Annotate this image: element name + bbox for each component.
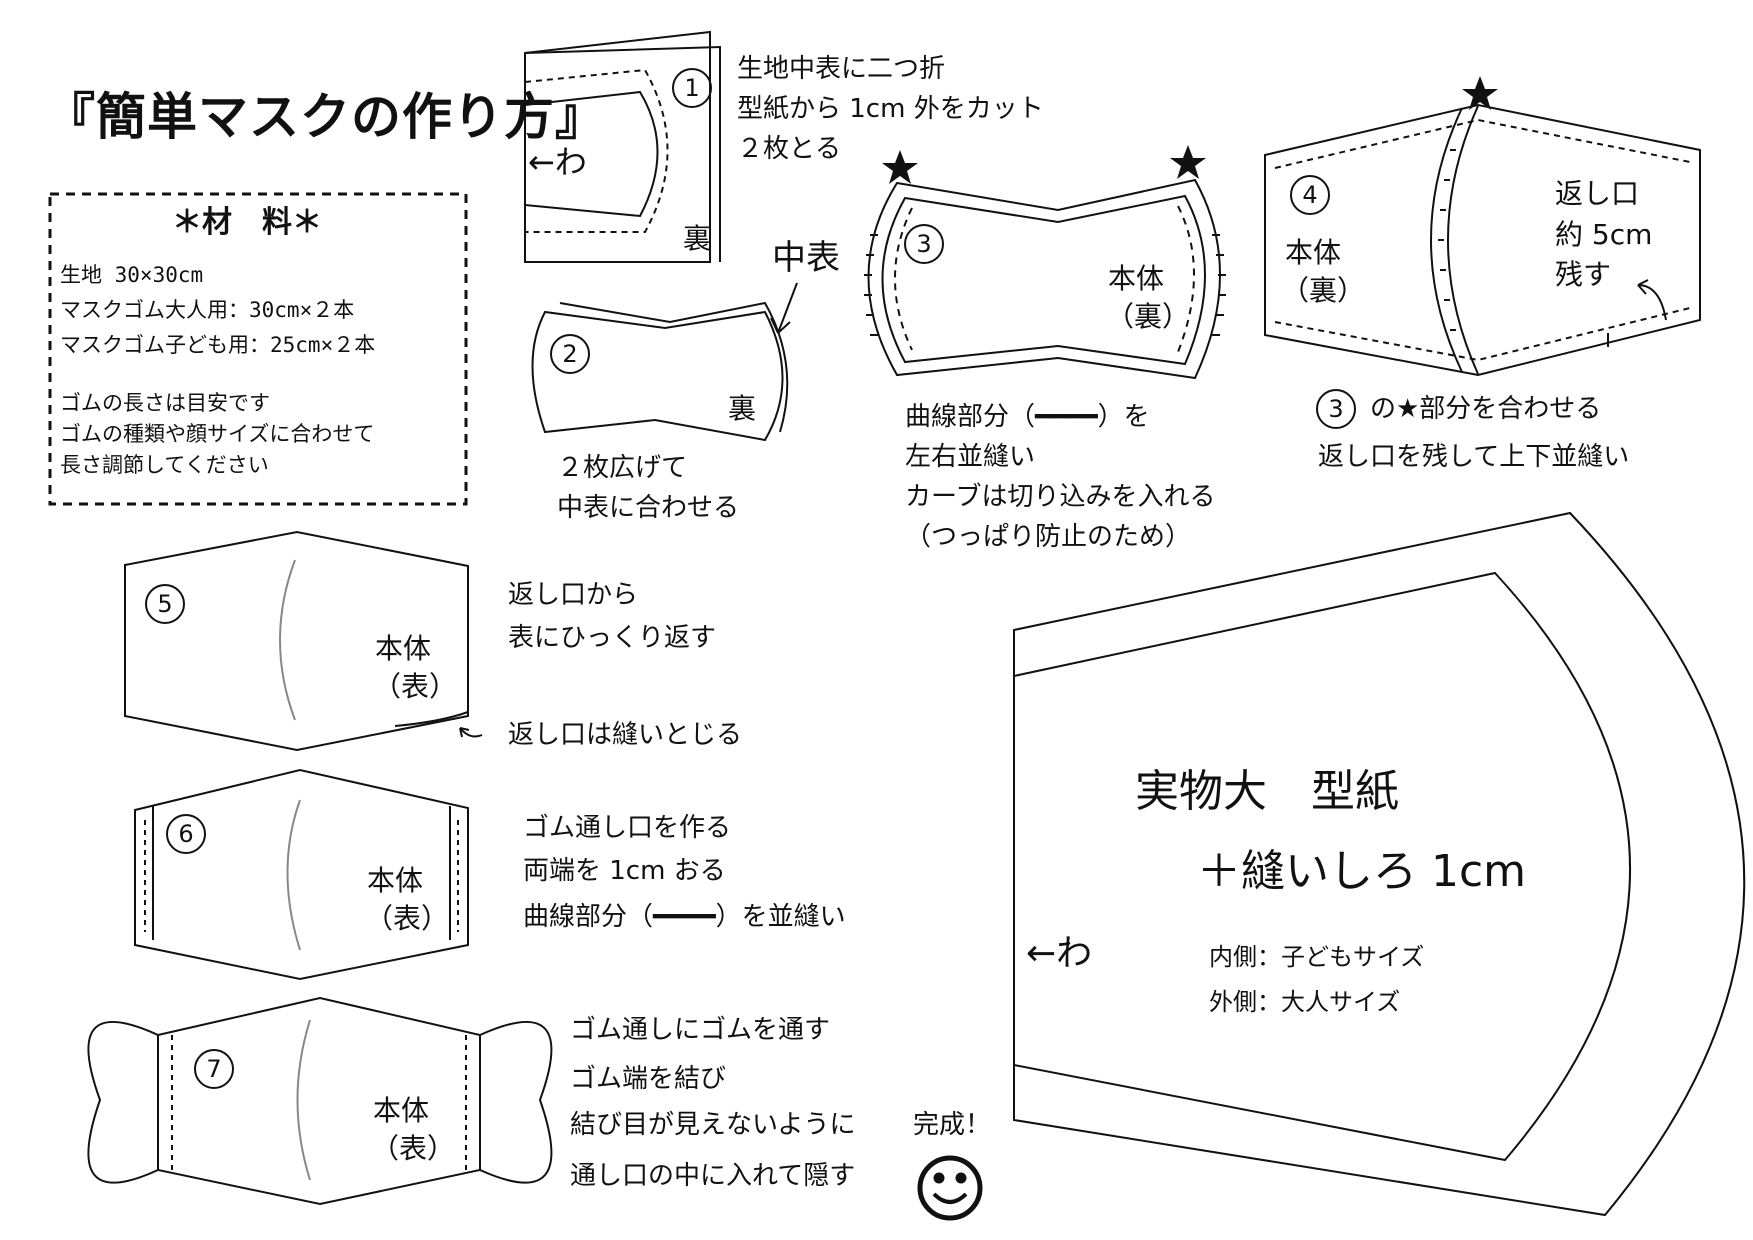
body-label: 本体 <box>1285 236 1342 269</box>
fold-label: ←わ <box>528 143 587 181</box>
step3-caption: 曲線部分（━━━━）を <box>905 402 1150 432</box>
page-title: 『簡単マスクの作り方』 <box>45 88 606 146</box>
step3-caption: （つっぱり防止のため） <box>905 522 1192 552</box>
materials-box <box>48 192 468 506</box>
step1-caption: ２枚とる <box>737 134 842 164</box>
step6-caption: 両端を 1cm おる <box>523 856 726 886</box>
step-number: 1 <box>672 68 712 108</box>
step7-caption: 通し口の中に入れて隠す <box>570 1161 856 1191</box>
step-number: 6 <box>166 814 206 854</box>
materials-line: マスクゴム子ども用：25cm×２本 <box>60 333 376 357</box>
opening-label: 約 5cm <box>1555 218 1653 251</box>
step4-caption: の★部分を合わせる <box>1370 394 1602 424</box>
step1-figure <box>524 30 721 263</box>
step-number: 2 <box>550 334 590 374</box>
materials-line: ゴムの長さは目安です <box>60 391 270 415</box>
step2-caption: 中表に合わせる <box>557 493 740 523</box>
star-icon <box>1170 145 1206 179</box>
step7-caption: 結び目が見えないように <box>570 1110 856 1140</box>
outer-size-label: 外側：大人サイズ <box>1209 988 1401 1016</box>
step7-caption: ゴム端を結び <box>570 1064 727 1094</box>
pattern-allowance: ＋縫いしろ 1cm <box>1197 846 1527 897</box>
pattern-figure <box>1013 511 1746 1217</box>
back-label: 裏 <box>728 392 757 425</box>
front-label: （表） <box>371 1132 456 1165</box>
back-label: （裏） <box>1106 300 1191 333</box>
step6-caption: ゴム通し口を作る <box>523 813 732 843</box>
star-icon <box>882 150 918 184</box>
fold-label: ←わ <box>1026 933 1093 974</box>
body-label: 本体 <box>375 632 432 665</box>
arrow-icon <box>770 282 798 334</box>
step2-figure <box>531 301 789 442</box>
step3-caption: 左右並縫い <box>905 442 1036 472</box>
step-number: 7 <box>194 1049 234 1089</box>
inner-size-label: 内側：子どもサイズ <box>1209 943 1425 971</box>
step-number: 4 <box>1290 175 1330 215</box>
opening-label: 残す <box>1555 258 1612 291</box>
step4-caption: 返し口を残して上下並縫い <box>1318 442 1630 472</box>
step-number: 3 <box>904 224 944 264</box>
body-label: 本体 <box>1108 262 1165 295</box>
materials-line: マスクゴム大人用：30cm×２本 <box>60 298 355 322</box>
body-label: 本体 <box>367 864 424 897</box>
pattern-title: 実物大 型紙 <box>1135 766 1399 817</box>
front-label: （表） <box>365 902 450 935</box>
materials-heading: ＊材 料＊ <box>172 205 322 240</box>
step3-figure <box>864 178 1226 380</box>
step7-caption: ゴム通しにゴムを通す <box>570 1015 831 1045</box>
step6-caption: 曲線部分（━━━━）を並縫い <box>523 902 846 932</box>
right-sides-together-label: 中表 <box>772 238 840 278</box>
back-label: 裏 <box>683 222 712 255</box>
materials-line: ゴムの種類や顔サイズに合わせて <box>60 422 375 446</box>
step1-caption: 生地中表に二つ折 <box>737 54 946 84</box>
step-number-ref: 3 <box>1316 389 1356 429</box>
back-label: （裏） <box>1281 274 1366 307</box>
opening-label: 返し口 <box>1555 177 1640 210</box>
done-label: 完成！ <box>913 1110 992 1140</box>
body-label: 本体 <box>373 1094 430 1127</box>
step5-caption: 返し口から <box>508 580 639 610</box>
step5-figure <box>124 530 483 752</box>
step-number: 5 <box>145 584 185 624</box>
step6-figure <box>134 768 469 981</box>
step4-figure <box>1264 103 1701 377</box>
materials-line: 長さ調節してください <box>60 453 269 477</box>
front-label: （表） <box>373 670 458 703</box>
star-icon <box>1462 76 1498 110</box>
step3-caption: カーブは切り込みを入れる <box>905 482 1216 512</box>
step5-caption: 表にひっくり返す <box>508 623 717 653</box>
step7-figure <box>87 996 553 1206</box>
materials-line: 生地 30×30cm <box>60 263 204 287</box>
step2-caption: ２枚広げて <box>557 453 688 483</box>
step1-caption: 型紙から 1cm 外をカット <box>737 94 1044 124</box>
smiley-icon <box>917 1155 983 1221</box>
step5-note: 返し口は縫いとじる <box>508 720 743 750</box>
